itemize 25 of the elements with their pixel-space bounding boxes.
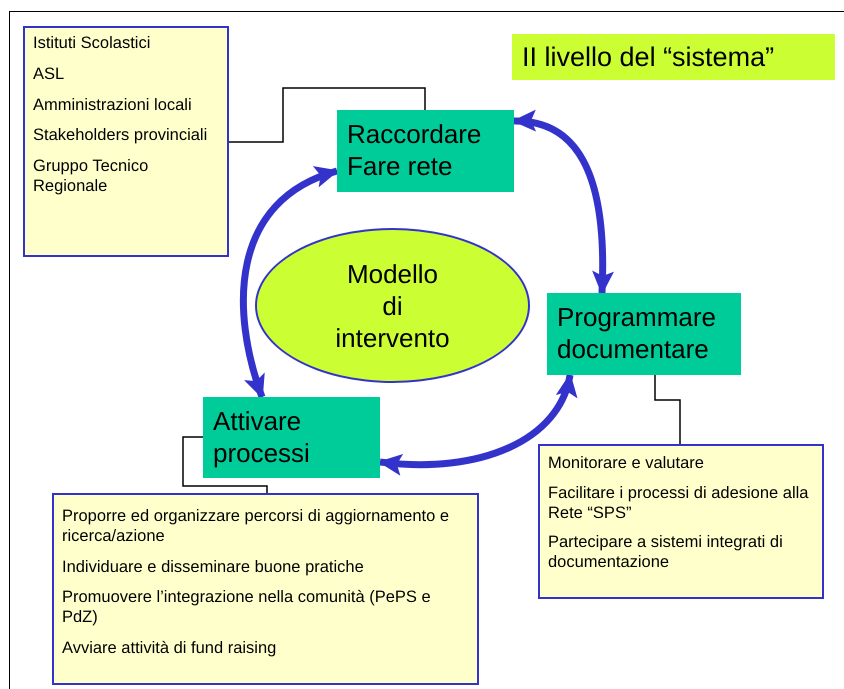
list-item: ASL xyxy=(33,64,66,85)
connector-line xyxy=(654,375,681,444)
list-item: Monitorare e valutare xyxy=(548,454,705,474)
list-item: Istituti Scolastici xyxy=(33,34,152,54)
list-item: Proporre ed organizzare percorsi di aggiornamento e ricerca/azione xyxy=(62,507,450,547)
text-list-box xyxy=(23,26,229,257)
center-ellipse: Modello di intervento xyxy=(255,228,530,383)
list-item: Avviare attività di fund raising xyxy=(62,638,278,659)
text-list-box xyxy=(538,444,824,599)
text-list-box xyxy=(52,493,479,685)
list-item: Individuare e disseminare buone pratiche xyxy=(62,558,365,578)
process-box: Programmare documentare xyxy=(547,293,741,375)
list-item: Promuovere l’integrazione nella comunità (PePS e PdZ) xyxy=(62,588,432,628)
list-item: Stakeholders provinciali xyxy=(33,126,208,146)
connector-line xyxy=(229,87,426,143)
title-banner: II livello del “sistema” xyxy=(512,34,835,80)
list-item: Amministrazioni locali xyxy=(33,96,193,116)
curved-arrow xyxy=(378,373,576,475)
connector-line xyxy=(182,436,268,493)
list-item: Gruppo Tecnico Regionale xyxy=(33,157,150,197)
curved-arrow xyxy=(512,111,614,295)
process-box: Raccordare Fare rete xyxy=(337,110,514,192)
list-item: Partecipare a sistemi integrati di documentazione xyxy=(548,533,784,573)
list-item: Facilitare i processi di adesione alla Rete “SPS” xyxy=(548,484,810,524)
process-box: Attivare processi xyxy=(203,397,380,478)
